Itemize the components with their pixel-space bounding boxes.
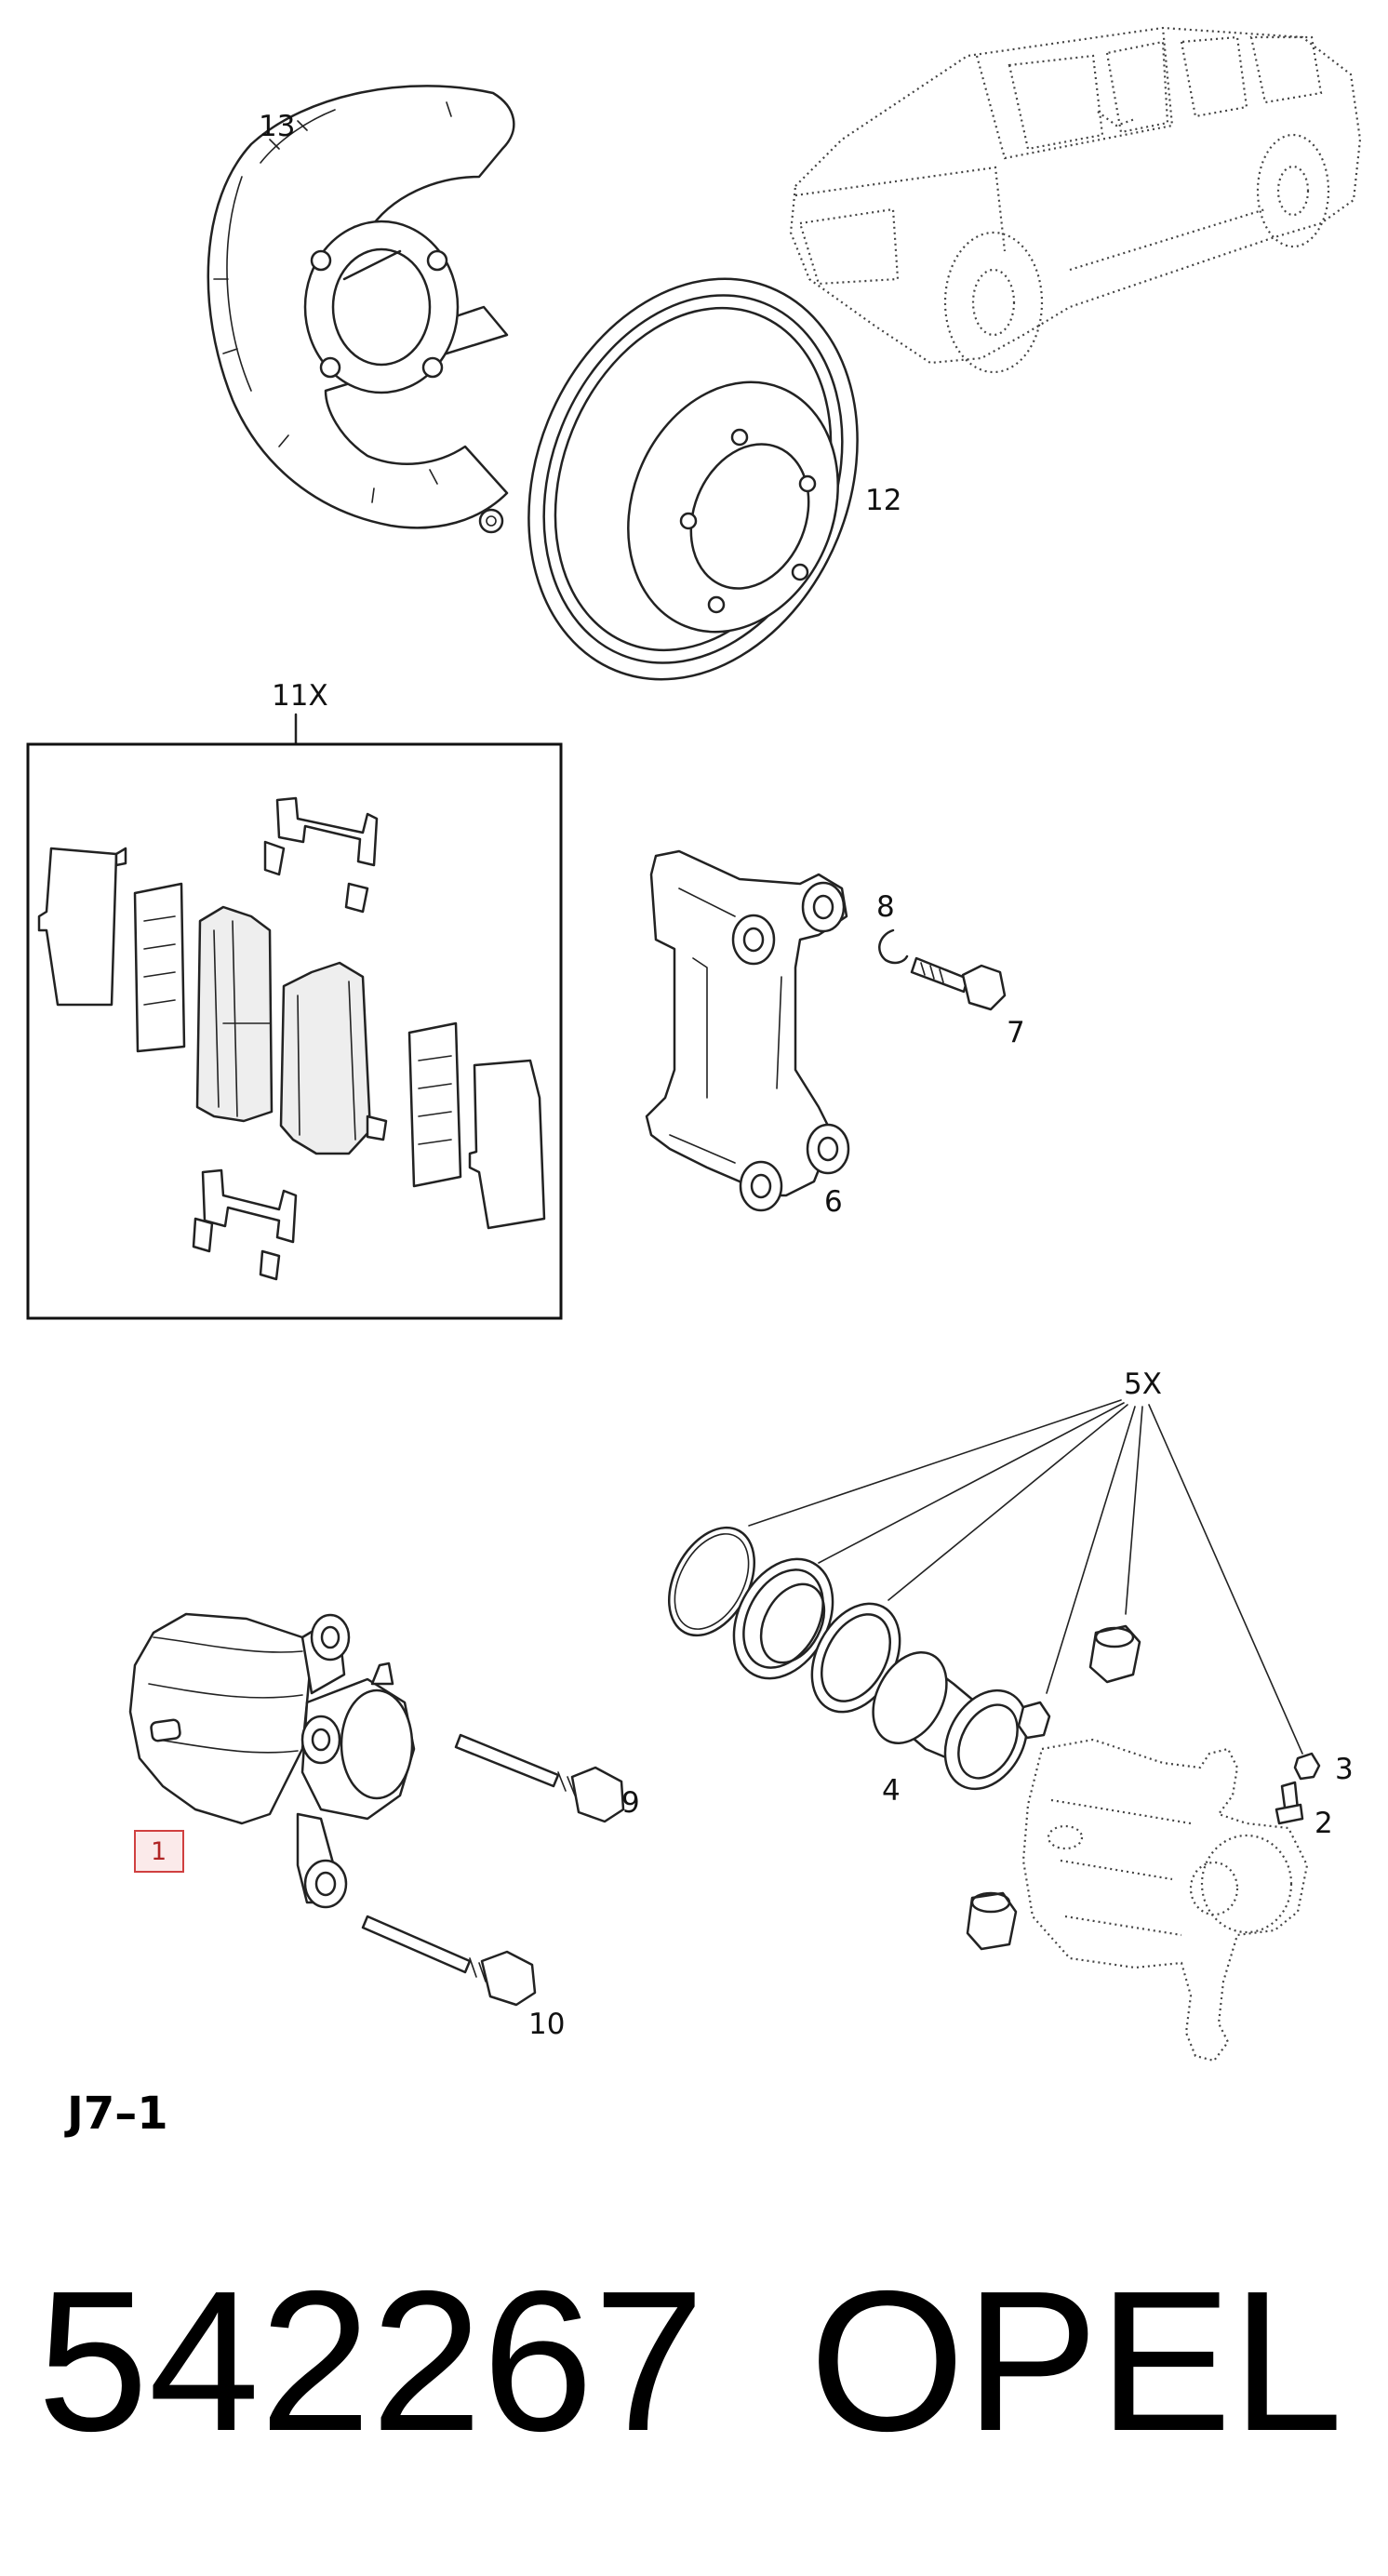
caliper-bracket: 6 (645, 849, 850, 1219)
guide-bushing-small (1017, 1701, 1051, 1740)
callout-bracket-clip: 8 (876, 890, 895, 924)
brake-disc: 12 (527, 277, 901, 681)
callout-backing-plate: 13 (259, 110, 295, 143)
callout-caliper-reference: 1 (151, 1837, 167, 1866)
callout-caliper-bracket: 6 (824, 1185, 843, 1219)
backing-plate: 13 (207, 85, 515, 534)
guide-bushing-lower (966, 1891, 1018, 1951)
bleeder-screw: 2 (1275, 1781, 1333, 1840)
callout-guide-pin-upper: 9 (621, 1786, 640, 1820)
brand-name: OPEL (809, 2249, 1343, 2473)
brake-pad-kit: 11X (26, 679, 563, 1320)
bracket-bolt: 7 (910, 956, 1025, 1049)
part-number: 542267 (37, 2249, 704, 2473)
callout-bleeder-cap: 3 (1335, 1753, 1354, 1786)
diagram-code: J7–1 (64, 2088, 168, 2140)
brake-caliper[interactable]: 1 (128, 1612, 416, 1909)
callout-pad-kit: 11X (272, 679, 328, 713)
vehicle-illustration (789, 26, 1362, 374)
piston: 4 (872, 1650, 1029, 1808)
caliper-outline-reference (1021, 1738, 1309, 2062)
callout-brake-disc: 12 (865, 484, 901, 517)
callout-guide-pin-lower: 10 (528, 2008, 565, 2041)
bracket-clip: 8 (876, 890, 909, 965)
guide-bushing-upper (1088, 1624, 1141, 1684)
bleeder-cap: 3 (1293, 1752, 1354, 1786)
guide-pin-lower: 10 (361, 1915, 565, 2041)
seal-kit-leaders: 5X (748, 1368, 1303, 1755)
callout-bleeder-screw: 2 (1315, 1807, 1333, 1840)
pad-kit-frame (26, 742, 563, 1320)
callout-bracket-bolt: 7 (1007, 1016, 1025, 1049)
guide-pin-upper: 9 (454, 1733, 640, 1823)
callout-seal-kit: 5X (1124, 1368, 1162, 1401)
callout-piston: 4 (882, 1774, 901, 1808)
caliper-reference-box (134, 1830, 184, 1873)
